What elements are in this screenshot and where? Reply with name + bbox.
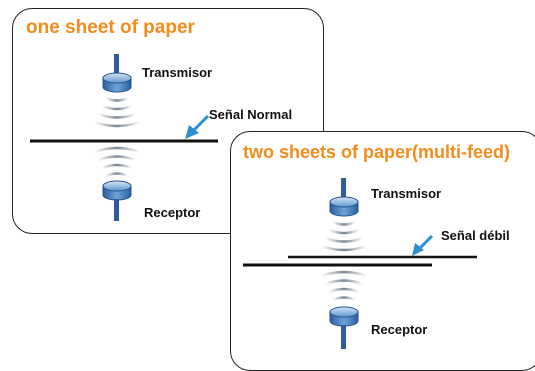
signal-waves-icon: [320, 220, 368, 252]
signal-label: Señal Normal: [209, 107, 293, 122]
transmitter-label: Transmisor: [371, 186, 442, 201]
receiver-label: Receptor: [371, 322, 428, 337]
sensor-icon: [102, 54, 132, 93]
arrow-icon: [185, 114, 210, 139]
arrow-icon: [412, 234, 434, 256]
panel-title: one sheet of paper: [26, 17, 195, 38]
receiver-label: Receptor: [144, 205, 201, 220]
sensor-icon: [329, 178, 359, 217]
sensor-icon: [102, 180, 132, 221]
signal-label: Señal débil: [441, 228, 510, 243]
signal-waves-icon: [320, 270, 368, 302]
signal-waves-icon: [93, 146, 141, 178]
diagram-artwork: [30, 54, 477, 349]
sensor-icon: [329, 306, 359, 349]
double-sheet-panel: two sheets of paper(multi-feed) Transmis…: [230, 131, 535, 371]
panel-title: two sheets of paper(multi-feed): [243, 142, 511, 162]
transmitter-label: Transmisor: [142, 65, 213, 80]
single-sheet-panel: one sheet of paper Transmisor Señal Norm…: [12, 8, 324, 234]
signal-waves-icon: [93, 96, 141, 128]
